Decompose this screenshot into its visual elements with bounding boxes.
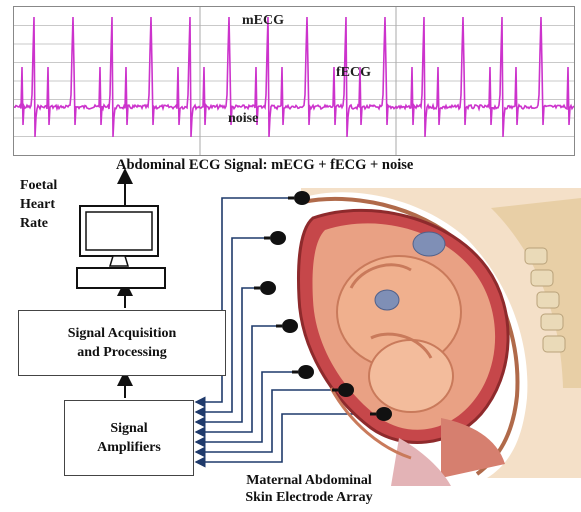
computer-monitor-icon <box>75 204 175 296</box>
pregnant-abdomen-cross-section-illustration <box>291 188 581 488</box>
foetal-heart-rate-label: Foetal Heart Rate <box>20 176 57 233</box>
mecg-label: mECG <box>242 13 284 29</box>
electrode-pad <box>270 231 286 245</box>
electrode-wire <box>196 372 296 442</box>
ecg-panel: mECG fECG noise <box>13 6 575 156</box>
signal-acquisition-box: Signal Acquisition and Processing <box>18 310 226 376</box>
ecg-waveform <box>14 17 574 137</box>
ecg-trace-chart <box>14 7 574 155</box>
electrode-array-label: Maternal Abdominal Skin Electrode Array <box>214 472 404 506</box>
fecg-label: fECG <box>336 65 371 81</box>
noise-label: noise <box>228 111 258 127</box>
ecg-caption: Abdominal ECG Signal: mECG + fECG + nois… <box>116 157 413 174</box>
signal-amplifiers-box: Signal Amplifiers <box>64 400 194 476</box>
electrode-pad <box>260 281 276 295</box>
